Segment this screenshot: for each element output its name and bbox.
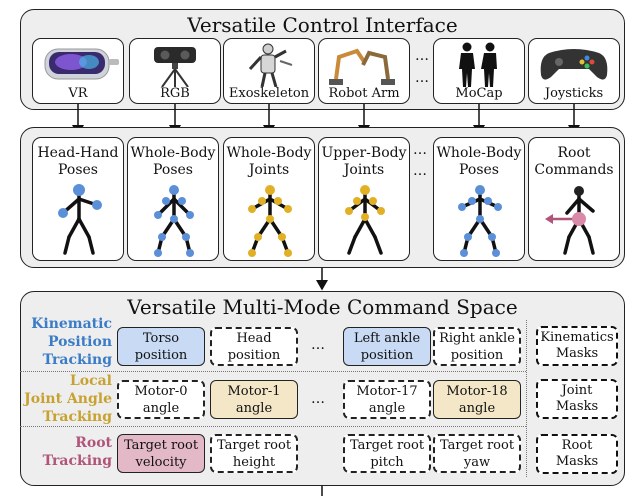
device-label: VR <box>68 86 88 101</box>
card-title-line2: Poses <box>58 162 98 178</box>
robot-figure-icon <box>58 184 102 255</box>
device-ellipsis: … <box>415 48 430 64</box>
card-title-line2: Commands <box>534 162 614 178</box>
device-label: Joysticks <box>544 86 604 101</box>
device-label: Exoskeleton <box>228 86 310 101</box>
row-separator <box>20 426 526 427</box>
device-label: RGB <box>160 86 190 101</box>
row-ellipsis: … <box>311 391 326 407</box>
card-title-line2: Joints <box>248 162 290 178</box>
robot-figure-icon <box>545 186 595 255</box>
card-title-line1: Whole-Body <box>436 145 522 161</box>
device-vr: VR <box>32 38 124 104</box>
mocap-suit-icon <box>459 42 497 87</box>
device-joysticks: Joysticks <box>528 38 620 104</box>
device-label: Robot Arm <box>328 86 400 101</box>
command-space-title: Versatile Multi-Mode Command Space <box>127 295 518 319</box>
exoskeleton-icon <box>248 43 293 87</box>
robot-figure-icon <box>154 185 194 257</box>
card-title-line2: Poses <box>459 162 499 178</box>
device-exoskeleton: Exoskeleton <box>223 38 315 104</box>
card-title-line2: Joints <box>343 162 385 178</box>
robot-figure-icon <box>345 185 385 255</box>
card-title-line1: Whole-Body <box>226 145 312 161</box>
device-robot-arm: Robot Arm <box>318 38 410 104</box>
camera-icon <box>154 47 196 87</box>
card-title-line2: Poses <box>153 162 193 178</box>
card-title-line1: Upper-Body <box>321 145 407 161</box>
device-label: MoCap <box>455 86 503 101</box>
device-mocap: MoCap <box>433 38 525 104</box>
card-ellipsis: … <box>413 163 428 179</box>
robot-figure-icon <box>248 185 292 257</box>
gamepad-icon <box>540 49 608 80</box>
control-interface-title: Versatile Control Interface <box>187 13 458 37</box>
card-ellipsis: … <box>413 142 428 158</box>
device-ellipsis: … <box>415 70 430 86</box>
robot-arm-icon <box>329 48 395 85</box>
column-separator <box>526 320 527 477</box>
row-ellipsis: … <box>311 337 326 353</box>
device-rgb: RGB <box>129 38 221 104</box>
card-title-line1: Whole-Body <box>130 145 216 161</box>
row-separator <box>20 371 526 372</box>
card-title-line1: Root <box>557 145 591 161</box>
card-title-line1: Head-Hand <box>37 145 119 161</box>
robot-figure-icon <box>458 185 502 257</box>
vr-headset-icon <box>44 48 119 80</box>
